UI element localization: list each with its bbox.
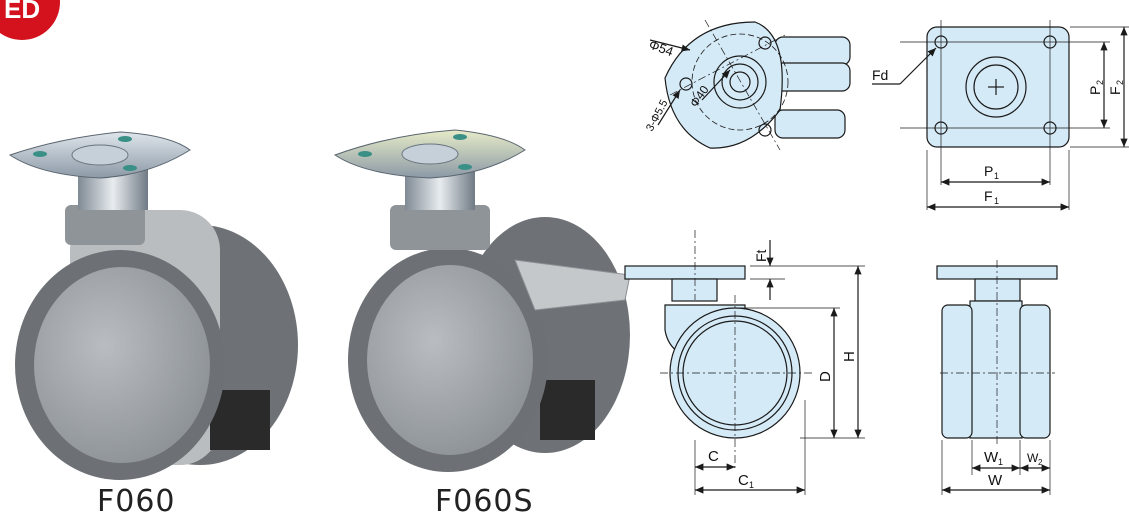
- label-w1-sub: 1: [998, 457, 1003, 467]
- caster-photo-f060: [8, 131, 310, 480]
- label-p2: P: [1087, 86, 1103, 95]
- badge-text: ED: [4, 0, 40, 24]
- label-f2: F: [1107, 86, 1123, 95]
- badge-circle: [0, 0, 60, 40]
- label-d: D: [817, 371, 834, 382]
- model-label-f060: F060: [97, 484, 176, 519]
- label-f2-sub: 2: [1115, 80, 1125, 85]
- label-f1-sub: 1: [994, 196, 999, 206]
- dim-holes-label: 3-Φ5.5: [644, 98, 670, 134]
- label-w: W: [988, 472, 1003, 489]
- top-view: [649, 19, 851, 151]
- label-w2: W: [1027, 451, 1039, 465]
- plate-view: [872, 20, 1129, 211]
- front-view: [936, 260, 1058, 495]
- label-p1-sub: 1: [994, 171, 999, 181]
- dim-pcd-label: Φ54: [647, 37, 675, 60]
- label-p2-sub: 2: [1095, 80, 1105, 85]
- label-p1: P: [984, 163, 993, 179]
- label-w2-sub: 2: [1038, 458, 1043, 467]
- technical-drawing: Φ54 3-Φ5.5 Φ40 Fd P 1 F 1 P 2 F 2: [624, 19, 1129, 495]
- brand-badge: ED: [0, 0, 60, 40]
- label-c1: C: [738, 472, 749, 489]
- label-c: C: [708, 448, 719, 465]
- label-fd: Fd: [872, 67, 888, 83]
- model-label-f060s: F060S: [435, 484, 534, 519]
- label-ft: Ft: [753, 249, 769, 262]
- side-view: [624, 230, 865, 495]
- label-c1-sub: 1: [749, 480, 754, 490]
- label-w1: W: [984, 449, 999, 466]
- label-h: H: [841, 351, 858, 362]
- caster-photo-f060s: [333, 129, 631, 472]
- label-f1: F: [984, 188, 993, 204]
